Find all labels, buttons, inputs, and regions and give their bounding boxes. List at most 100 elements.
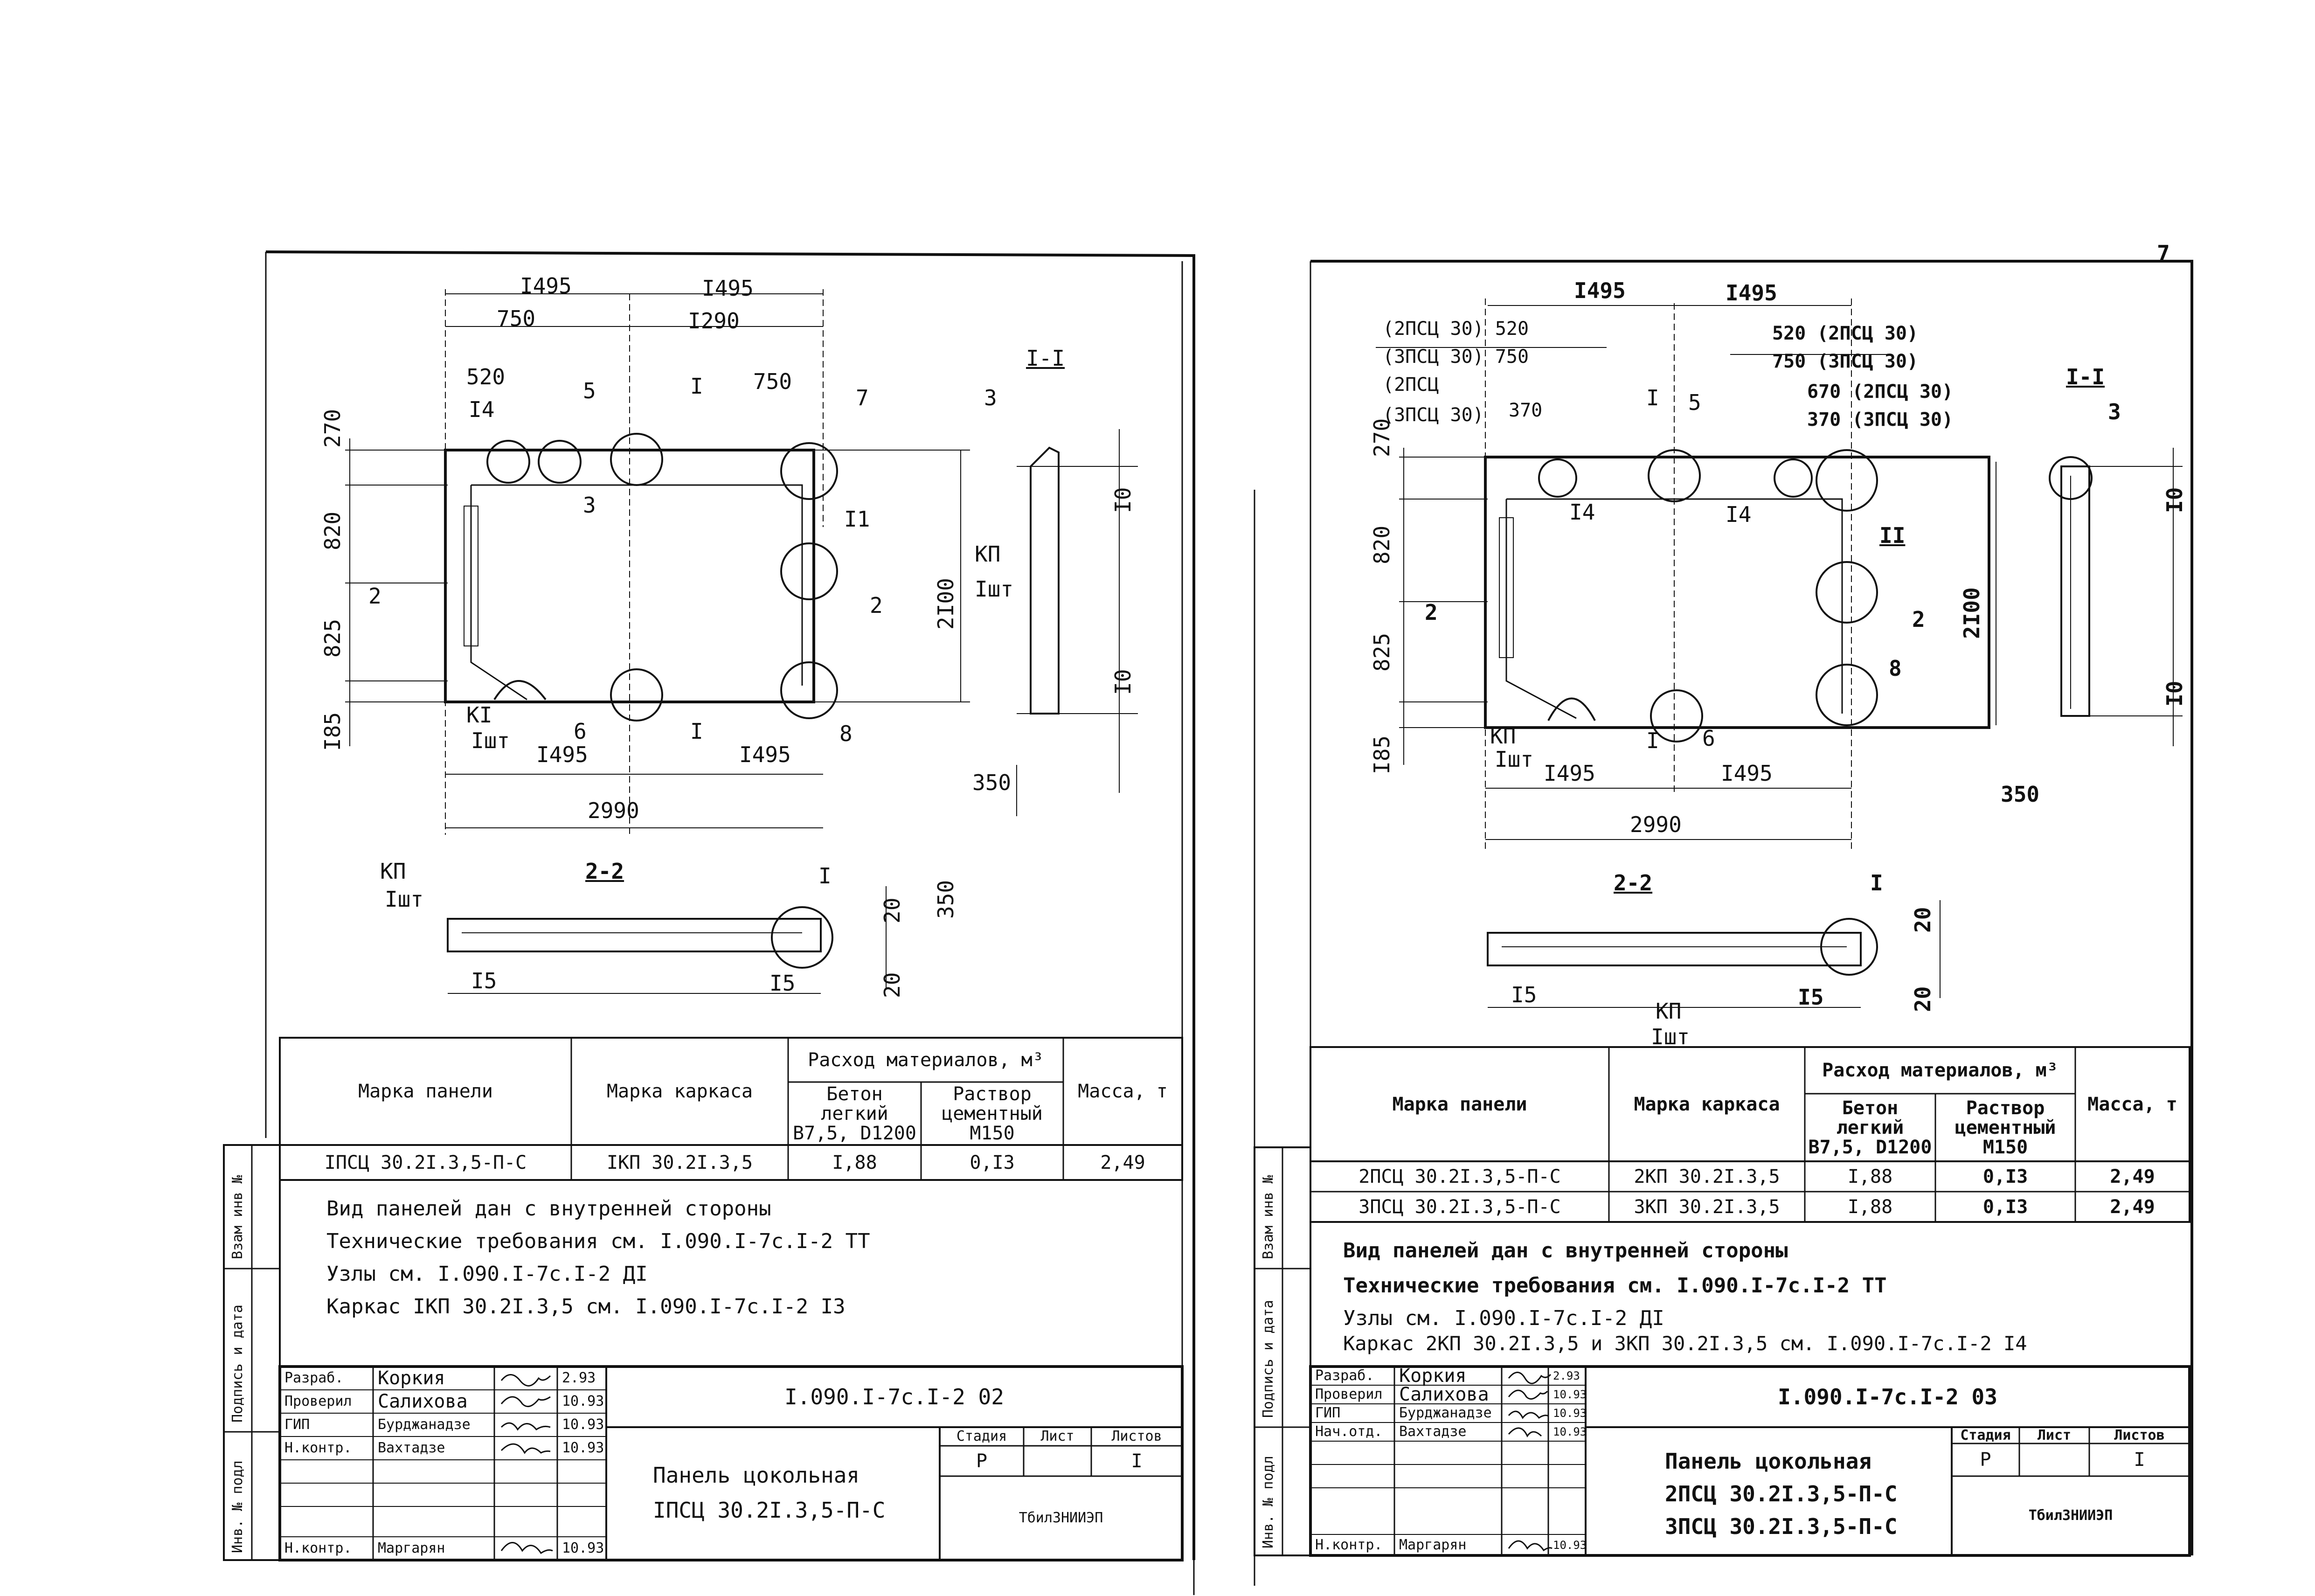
r-table-row1-frame: 2КП 30.2I.3,5 <box>1634 1166 1780 1187</box>
tb-org: ТбилЗНИИЭП <box>1019 1510 1103 1527</box>
dim-750: 750 <box>497 306 536 331</box>
signatures-02 <box>500 1374 553 1554</box>
r-tb-sheet <box>2019 1443 2089 1476</box>
r-tb-date-1: 10.93 <box>1553 1388 1587 1401</box>
r-tb-role-2: ГИП <box>1315 1405 1341 1421</box>
r-signature-3 <box>1508 1427 1542 1438</box>
r-tb-title-1: Панель цокольная <box>1665 1449 1872 1474</box>
r-dim-bot-1495-a: I495 <box>1544 761 1595 786</box>
kp-qty: Iшт <box>471 728 510 753</box>
r-tb-role-0: Разраб. <box>1315 1367 1374 1384</box>
section-i-bottom: I <box>690 719 703 744</box>
r-tb-role-6: Н.контр. <box>1315 1536 1383 1553</box>
r-tb-role-1: Проверил <box>1315 1386 1383 1402</box>
r-tb-sheets: I <box>2134 1449 2145 1471</box>
kp1-label: КП <box>975 541 1001 567</box>
tb-h-sheet: Лист <box>1040 1428 1074 1445</box>
r-kp-label: КП <box>1490 723 1516 749</box>
r-dim-top-1495-b: I495 <box>1726 280 1777 305</box>
r-table-header-panel: Марка панели <box>1392 1093 1527 1115</box>
tb-drawing-code: I.090.I-7с.I-2 02 <box>784 1384 1004 1409</box>
dim-1290: I290 <box>688 308 740 333</box>
section-2-2-title: 2-2 <box>585 859 624 884</box>
kp1-qty: Iшт <box>975 576 1014 602</box>
note-3: Узлы см. I.090.I-7с.I-2 ДI <box>326 1262 648 1286</box>
tb-name-6: Маргарян <box>378 1540 445 1556</box>
dim-bot-1495-a: I495 <box>536 742 588 767</box>
r-dim-l3: (2ПСЦ <box>1383 374 1439 396</box>
dim-15b: I5 <box>769 971 796 996</box>
section-i-top: I <box>690 374 703 399</box>
tb-date-2: 10.93 <box>562 1416 604 1433</box>
r-kp3-label: КП <box>1656 999 1682 1024</box>
r-tb-name-2: Бурджанадзе <box>1399 1405 1492 1421</box>
r-tb-title-3: 3ПСЦ 30.2I.3,5-П-С <box>1665 1514 1898 1539</box>
dim-750b: 750 <box>753 369 792 394</box>
r-dim-15a: I5 <box>1511 982 1537 1007</box>
r-dim-bot-1495-b: I495 <box>1721 761 1773 786</box>
note-2: Технические требования см. I.090.I-7с.I-… <box>326 1229 870 1253</box>
note-1: Вид панелей дан с внутренней стороны <box>326 1197 771 1221</box>
r-section-2-right: 2 <box>1912 607 1925 632</box>
callout-7: 7 <box>856 385 869 410</box>
callout-3: 3 <box>583 493 596 518</box>
r-dim-350: 350 <box>2001 782 2040 807</box>
dim-top-1495-a: I495 <box>520 273 572 298</box>
tb-sheets: I <box>1131 1450 1143 1472</box>
r-section-2-2-callout-1: I <box>1870 870 1883 895</box>
r-note-3: Узлы см. I.090.I-7с.I-2 ДI <box>1343 1306 1664 1330</box>
r-table-row2-concrete: I,88 <box>1847 1196 1893 1218</box>
section-2-right: 2 <box>870 593 883 618</box>
r-table-row2-frame: 3КП 30.2I.3,5 <box>1634 1196 1780 1218</box>
r-note-4: Каркас 2КП 30.2I.3,5 и 3КП 30.2I.3,5 см.… <box>1343 1332 2027 1355</box>
r-tb-date-3: 10.93 <box>1553 1425 1587 1438</box>
tb-title-1: Панель цокольная <box>653 1463 860 1488</box>
dim-top-1495-b: I495 <box>702 276 754 301</box>
tb-role-1: Проверил <box>284 1393 352 1409</box>
r-kp3-qty: Iшт <box>1651 1024 1690 1049</box>
r-table-row2-panel: 3ПСЦ 30.2I.3,5-П-С <box>1359 1196 1561 1218</box>
callout-8: 8 <box>839 721 853 746</box>
r-section-1-1-callout-3: 3 <box>2108 399 2121 424</box>
r-tb-h-stage: Стадия <box>1960 1427 2011 1443</box>
table-cell-mass: 2,49 <box>1100 1152 1145 1173</box>
r-dim-r4: 370 (3ПСЦ 30) <box>1807 409 1954 430</box>
r-signature-6 <box>1508 1540 1553 1552</box>
r-dim-15b: I5 <box>1798 985 1824 1010</box>
table-cell-concrete: I,88 <box>832 1152 877 1173</box>
table-header-mass: Масса, т <box>1078 1081 1168 1102</box>
kp3-qty: Iшт <box>385 887 424 912</box>
r-tb-drawing-code: I.090.I-7с.I-2 03 <box>1778 1384 1997 1409</box>
r-table-row1-panel: 2ПСЦ 30.2I.3,5-П-С <box>1359 1166 1561 1187</box>
signature-2 <box>500 1422 551 1431</box>
r-dim-l4: (3ПСЦ 30) <box>1383 404 1484 426</box>
r-dim-r2: 750 (3ПСЦ 30) <box>1772 351 1919 372</box>
tb-h-stage: Стадия <box>956 1428 1007 1445</box>
section-2-left: 2 <box>368 583 381 609</box>
r-section-2-left: 2 <box>1425 600 1438 625</box>
tb-date-6: 10.93 <box>562 1540 604 1556</box>
r-callout-14b: I4 <box>1726 502 1752 527</box>
r-tb-date-2: 10.93 <box>1553 1407 1587 1420</box>
tb-role-0: Разраб. <box>284 1370 344 1386</box>
dim-350: 350 <box>972 770 1012 795</box>
r-section-i-bottom: I <box>1646 728 1659 753</box>
sheet-02: I495 I495 750 I290 520 750 270 820 825 I… <box>223 250 1195 1595</box>
signature-3 <box>500 1443 551 1454</box>
r-table-header-materials: Расход материалов, м³ <box>1822 1060 2058 1081</box>
dim-15a: I5 <box>471 968 497 993</box>
table-header-concrete: Бетон легкий В7,5, D1200 <box>793 1083 916 1144</box>
tb-stage: Р <box>976 1450 988 1472</box>
r-callout-5: 5 <box>1688 390 1701 415</box>
dim-520: 520 <box>466 364 506 389</box>
table-header-mortar: Раствор цементный М150 <box>942 1083 1043 1144</box>
r-section-1-1-title: I-I <box>2066 364 2105 389</box>
r-table-row1-concrete: I,88 <box>1847 1166 1893 1187</box>
tb-name-1: Салихова <box>378 1391 468 1412</box>
r-tb-name-1: Салихова <box>1399 1384 1489 1405</box>
r-table-header-concrete: Бетон легкий В7,5, D1200 <box>1808 1097 1932 1158</box>
r-note-2: Технические требования см. I.090.I-7с.I-… <box>1343 1274 1887 1298</box>
